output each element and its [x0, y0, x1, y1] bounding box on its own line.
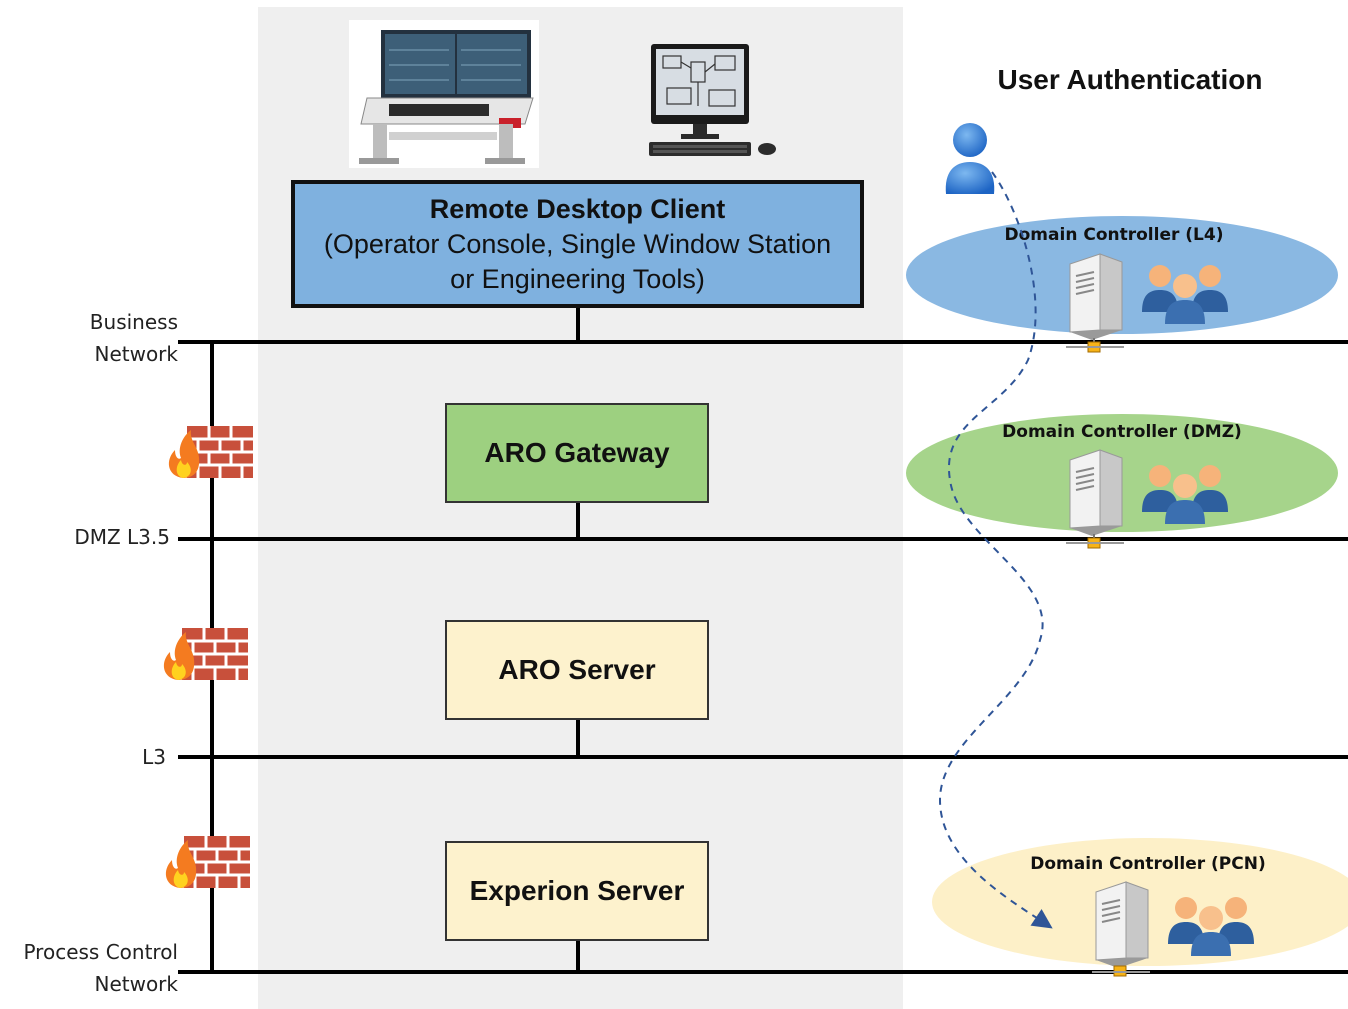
dmz-network-line: [178, 537, 1348, 541]
user-icon: [945, 123, 995, 194]
domain-controller-dmz-label: Domain Controller (DMZ): [1002, 422, 1242, 442]
user-authentication-title: User Authentication: [997, 64, 1263, 95]
domain-controller-pcn-label: Domain Controller (PCN): [1030, 854, 1266, 874]
client-connector: [576, 308, 580, 342]
authentication-path-arrow: [938, 171, 1053, 929]
workstation-icon: [649, 44, 776, 156]
firewall-icon: [163, 628, 248, 680]
aro-server-box: ARO Server: [445, 620, 709, 720]
firewall-icon: [168, 426, 253, 478]
gateway-connector: [576, 503, 580, 539]
aro-gateway-label: ARO Gateway: [484, 437, 670, 468]
aro-connector: [576, 720, 580, 757]
dmz-network-label: DMZ L3.5: [74, 525, 170, 549]
experion-connector: [576, 941, 580, 972]
l3-network-line: [178, 755, 1348, 759]
user-group-icon: [1142, 465, 1228, 524]
aro-gateway-box: ARO Gateway: [445, 403, 709, 503]
aro-server-label: ARO Server: [498, 654, 656, 685]
pcn-network-line: [178, 970, 1348, 974]
client-subtitle-line2: or Engineering Tools): [450, 263, 705, 294]
remote-desktop-client-box: Remote Desktop Client (Operator Console,…: [291, 180, 864, 308]
operator-console-icon: [349, 20, 539, 168]
server-icon: [1066, 253, 1124, 353]
user-group-icon: [1168, 897, 1254, 956]
experion-server-label: Experion Server: [469, 875, 685, 906]
experion-server-box: Experion Server: [445, 841, 709, 941]
client-subtitle-line1: (Operator Console, Single Window Station: [323, 228, 832, 259]
server-icon: [1092, 881, 1150, 977]
server-icon: [1066, 449, 1124, 549]
user-group-icon: [1142, 265, 1228, 324]
domain-controller-l4-label: Domain Controller (L4): [1004, 225, 1224, 245]
client-title: Remote Desktop Client: [429, 193, 726, 224]
firewall-icon: [165, 836, 250, 888]
l3-network-label: L3: [142, 745, 166, 769]
business-network-line: [178, 340, 1348, 344]
